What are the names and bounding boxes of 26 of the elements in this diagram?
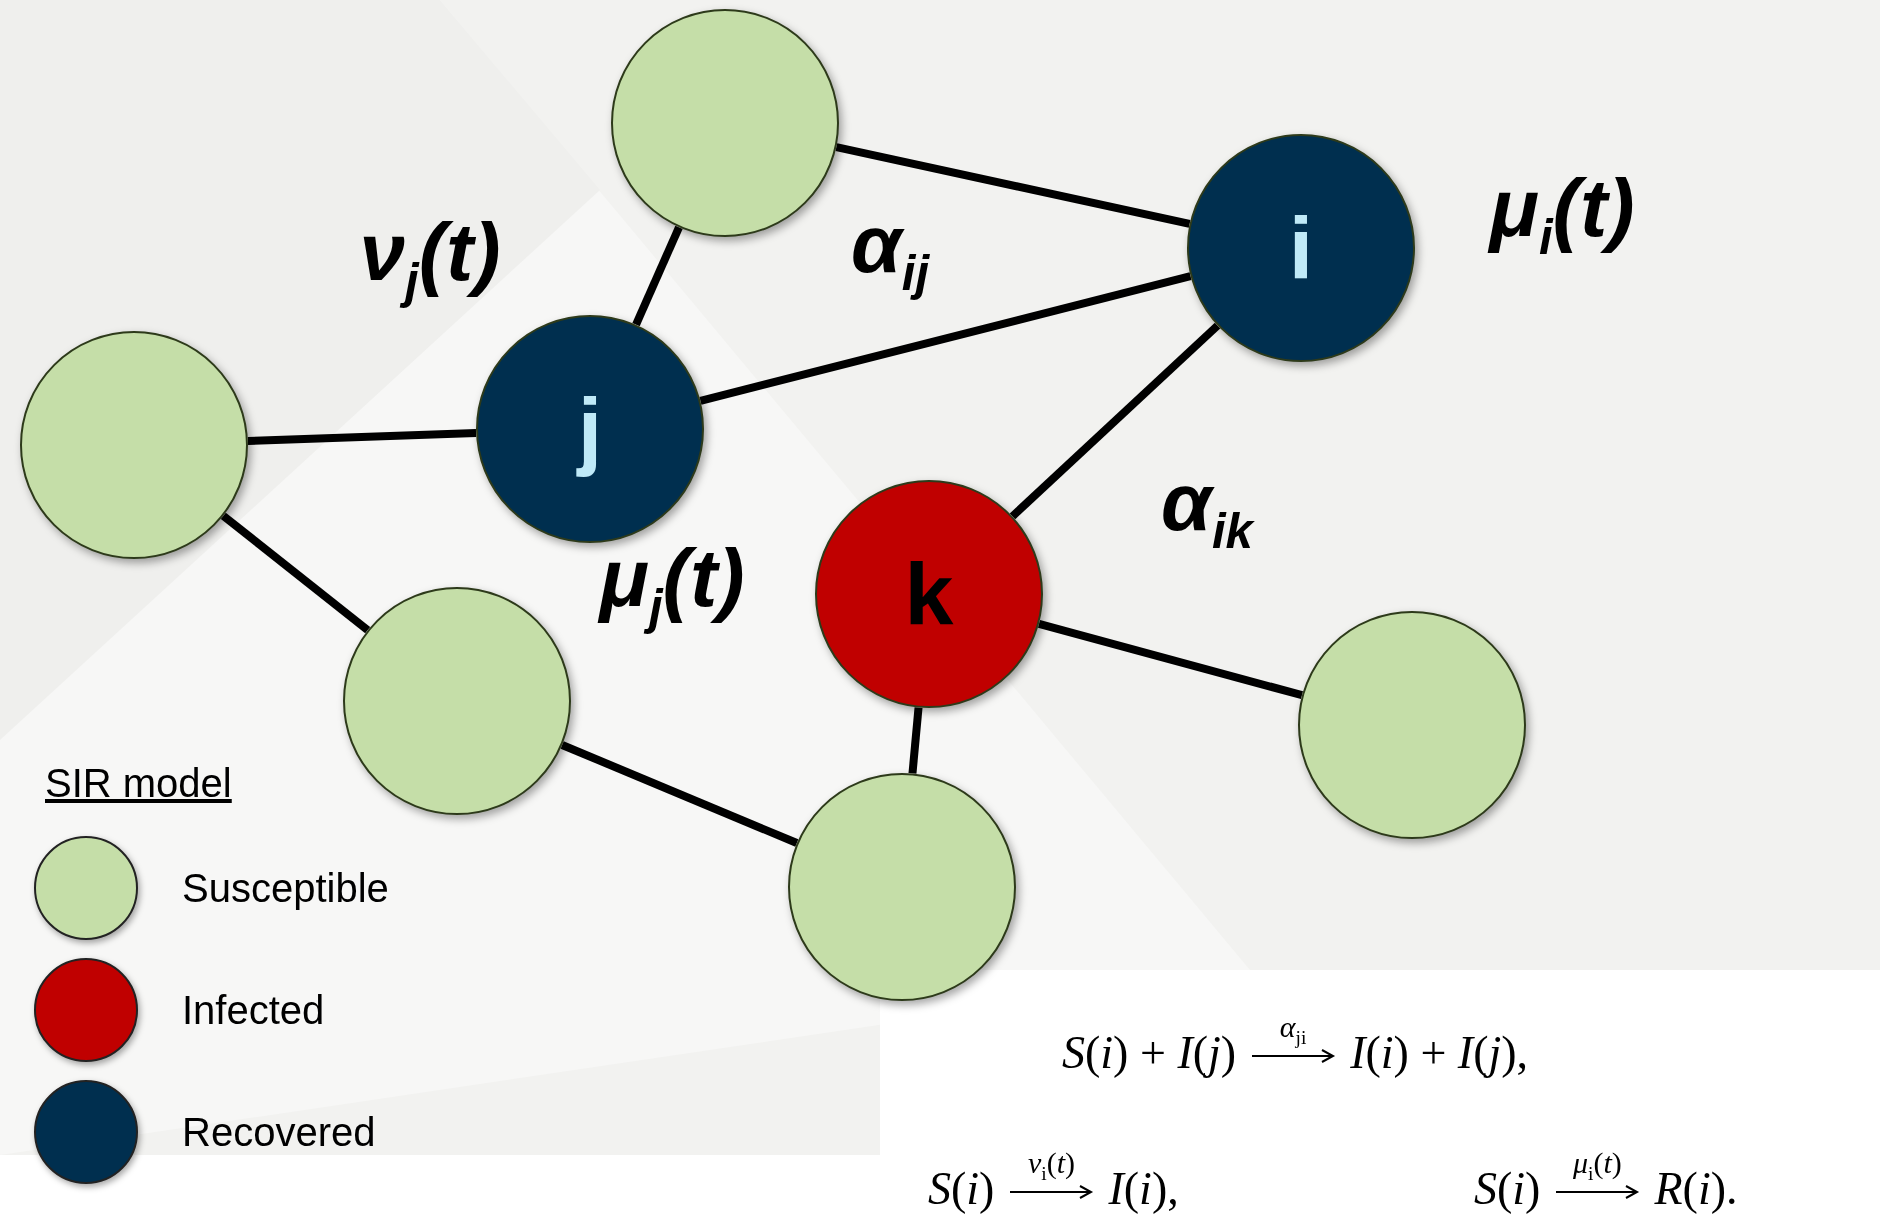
legend-label: Infected [182,990,325,1030]
edge-line [220,512,371,634]
edge-line [632,225,683,327]
node-label: k [904,550,954,638]
edge-line [699,272,1192,405]
edge-line [1038,619,1303,700]
edge-line [908,707,923,774]
equation-term: I(i), [1108,1165,1179,1212]
edge-line [835,143,1191,228]
edge-line [1009,322,1221,520]
node-label: i [1288,204,1314,292]
parameter-label: α$_{ik}$ [1161,461,1253,555]
equation-term: I(i) + I(j), [1350,1029,1529,1076]
rate-label: μ$_{i}$(t) [1573,1148,1622,1184]
legend-label: Susceptible [182,868,389,908]
equation-term: S(i) + I(j) [1062,1029,1237,1076]
edge-line [560,741,799,847]
equation-term: S(i) [1474,1165,1541,1212]
legend-title: SIR model [45,763,232,803]
rate-label: ν$_{i}$(t) [1027,1148,1075,1184]
rate-label: α$_{ji}$ [1279,1012,1307,1048]
parameter-label: μ$_{i}$(t) [1489,167,1635,261]
equation-term: S(i) [928,1165,995,1212]
legend-label: Recovered [182,1112,376,1152]
equation-term: R(i). [1654,1165,1738,1212]
edge-line [247,429,477,445]
